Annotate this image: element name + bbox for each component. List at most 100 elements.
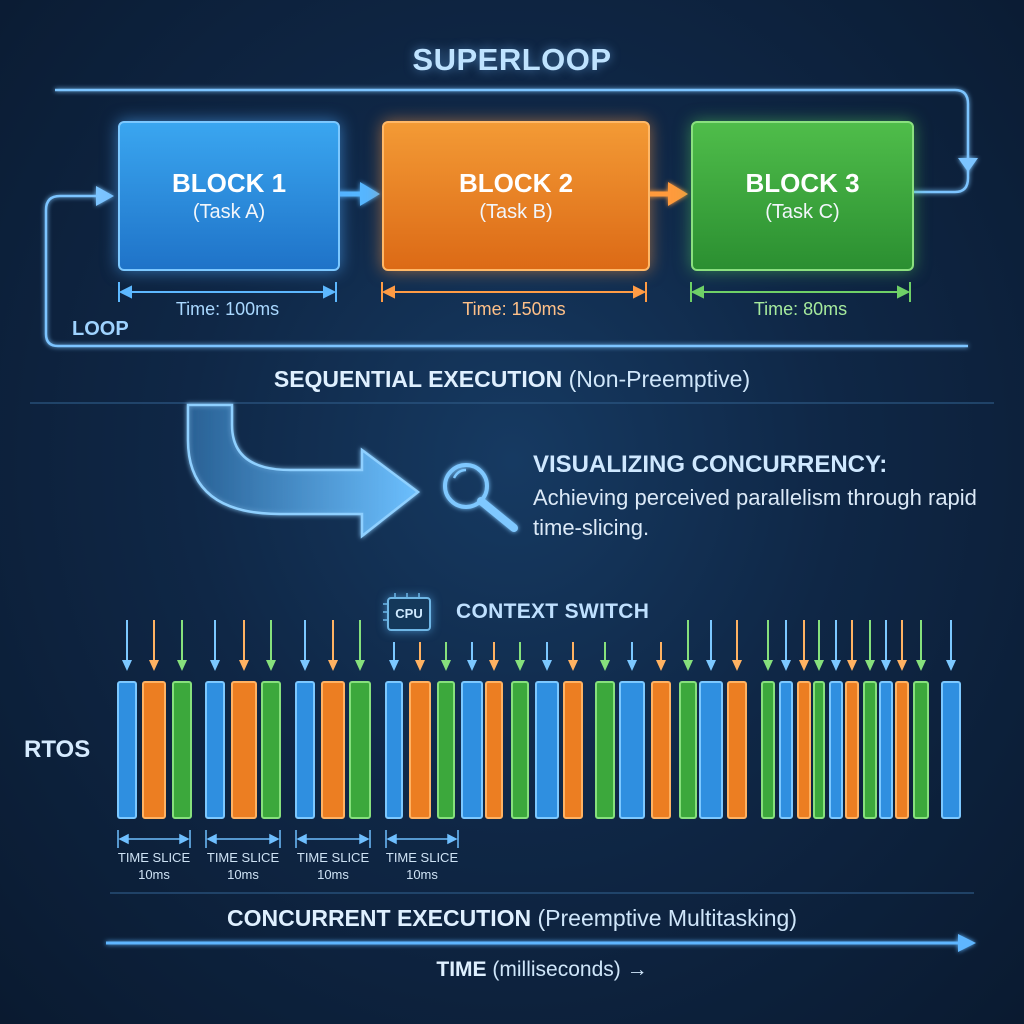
context-switch-arrow (177, 620, 187, 671)
context-switch-arrow (515, 642, 525, 671)
context-switch-arrow (732, 620, 742, 671)
loop-back-path (44, 194, 968, 348)
context-switch-arrow (831, 620, 841, 671)
block-2-title: BLOCK 2 (458, 168, 574, 198)
context-switch-arrow (239, 620, 249, 671)
context-switch-arrow (355, 620, 365, 671)
cpu-chip-icon: CPU (387, 597, 431, 631)
task-slice-bar (699, 681, 723, 819)
task-slice-bar (879, 681, 893, 819)
block-3: BLOCK 3 (Task C) (691, 121, 914, 271)
loop-back-arrowhead (96, 186, 114, 206)
context-switch-arrow (600, 642, 610, 671)
time-slice-markers (117, 830, 459, 848)
time-slice-2: TIME SLICE 10ms (198, 849, 288, 883)
block-2-duration: Time: 150ms (462, 299, 566, 319)
time-slice-4: TIME SLICE 10ms (377, 849, 467, 883)
block-1-duration-marker (118, 282, 337, 302)
block-1-subtitle: (Task A) (192, 201, 266, 223)
task-slice-bar (651, 681, 671, 819)
task-slice-bar (409, 681, 431, 819)
rtos-label: RTOS (24, 736, 91, 763)
loop-label: LOOP (72, 318, 129, 340)
context-switch-arrow (300, 620, 310, 671)
task-slice-bar (913, 681, 929, 819)
time-slice-1-value: 10ms (138, 867, 170, 882)
context-switch-arrow (916, 620, 926, 671)
task-slice-bar (679, 681, 697, 819)
time-slice-2-value: 10ms (227, 867, 259, 882)
task-slice-bar (172, 681, 192, 819)
concurrent-execution-note: (Preemptive Multitasking) (537, 905, 797, 931)
context-switch-arrow (266, 620, 276, 671)
block-3-title: BLOCK 3 (745, 168, 860, 198)
context-switch-arrow (706, 620, 716, 671)
time-slice-2-label: TIME SLICE (206, 850, 280, 865)
task-slice-bar (385, 681, 403, 819)
context-switch-arrow (946, 620, 956, 671)
task-slice-bar (863, 681, 877, 819)
time-axis-unit: (milliseconds) → (492, 958, 648, 981)
time-slice-4-value: 10ms (406, 867, 438, 882)
transition-arrow (186, 403, 421, 539)
task-slice-bar (535, 681, 559, 819)
context-switch-arrow (763, 620, 773, 671)
context-switch-arrow (210, 620, 220, 671)
block-2: BLOCK 2 (Task B) (382, 121, 650, 271)
block-1: BLOCK 1 (Task A) (118, 121, 340, 271)
task-slice-bar (349, 681, 371, 819)
task-slice-bar (779, 681, 793, 819)
task-slice-bar (829, 681, 843, 819)
time-slice-3-label: TIME SLICE (296, 850, 370, 865)
context-switch-arrow (389, 642, 399, 671)
time-axis-arrow (106, 934, 976, 952)
concurrent-execution-label: CONCURRENT EXECUTION (Preemptive Multita… (0, 905, 1024, 932)
task-slice-bar (563, 681, 583, 819)
task-slice-bar (797, 681, 811, 819)
context-switch-arrow (799, 620, 809, 671)
context-switch-arrow (415, 642, 425, 671)
superloop-return-path (55, 88, 970, 194)
context-switch-arrow (467, 642, 477, 671)
task-slice-bar (595, 681, 615, 819)
time-slice-1-label: TIME SLICE (117, 850, 191, 865)
time-axis-title: TIME (436, 958, 487, 981)
context-switch-arrow (814, 620, 824, 671)
task-slice-bar (511, 681, 529, 819)
context-switch-arrow (122, 620, 132, 671)
task-slice-bar (461, 681, 483, 819)
time-slice-3-value: 10ms (317, 867, 349, 882)
sequential-execution-note: (Non-Preemptive) (568, 366, 751, 392)
sequential-execution-label: SEQUENTIAL EXECUTION (Non-Preemptive) (0, 366, 1024, 393)
task-slice-bar (205, 681, 225, 819)
task-slice-bar (845, 681, 859, 819)
context-switch-arrow (656, 642, 666, 671)
sequential-execution-title: SEQUENTIAL EXECUTION (273, 366, 563, 392)
time-axis-label: TIME (milliseconds) → (0, 958, 1024, 982)
concurrent-execution-title: CONCURRENT EXECUTION (227, 905, 532, 931)
context-switch-arrow (542, 642, 552, 671)
task-slice-bar (941, 681, 961, 819)
superloop-title: SUPERLOOP (412, 42, 612, 77)
time-slice-4-label: TIME SLICE (385, 850, 459, 865)
task-slice-bars (117, 681, 961, 819)
context-switch-label: CONTEXT SWITCH (456, 600, 650, 623)
task-slice-bar (142, 681, 166, 819)
task-slice-bar (485, 681, 503, 819)
context-switch-arrow (441, 642, 451, 671)
concurrency-description: Achieving perceived parallelism through … (533, 485, 977, 540)
block-2-duration-marker (381, 282, 647, 302)
context-switch-arrow (149, 620, 159, 671)
task-slice-bar (437, 681, 455, 819)
task-slice-bar (727, 681, 747, 819)
context-switch-arrow (847, 620, 857, 671)
superloop-return-arrowhead (958, 158, 978, 172)
task-slice-bar (321, 681, 345, 819)
task-slice-bar (231, 681, 257, 819)
context-switch-arrow (781, 620, 791, 671)
context-switch-arrows (122, 620, 956, 671)
block-1-title: BLOCK 1 (171, 168, 287, 198)
task-slice-bar (895, 681, 909, 819)
block-3-subtitle: (Task C) (765, 201, 840, 223)
